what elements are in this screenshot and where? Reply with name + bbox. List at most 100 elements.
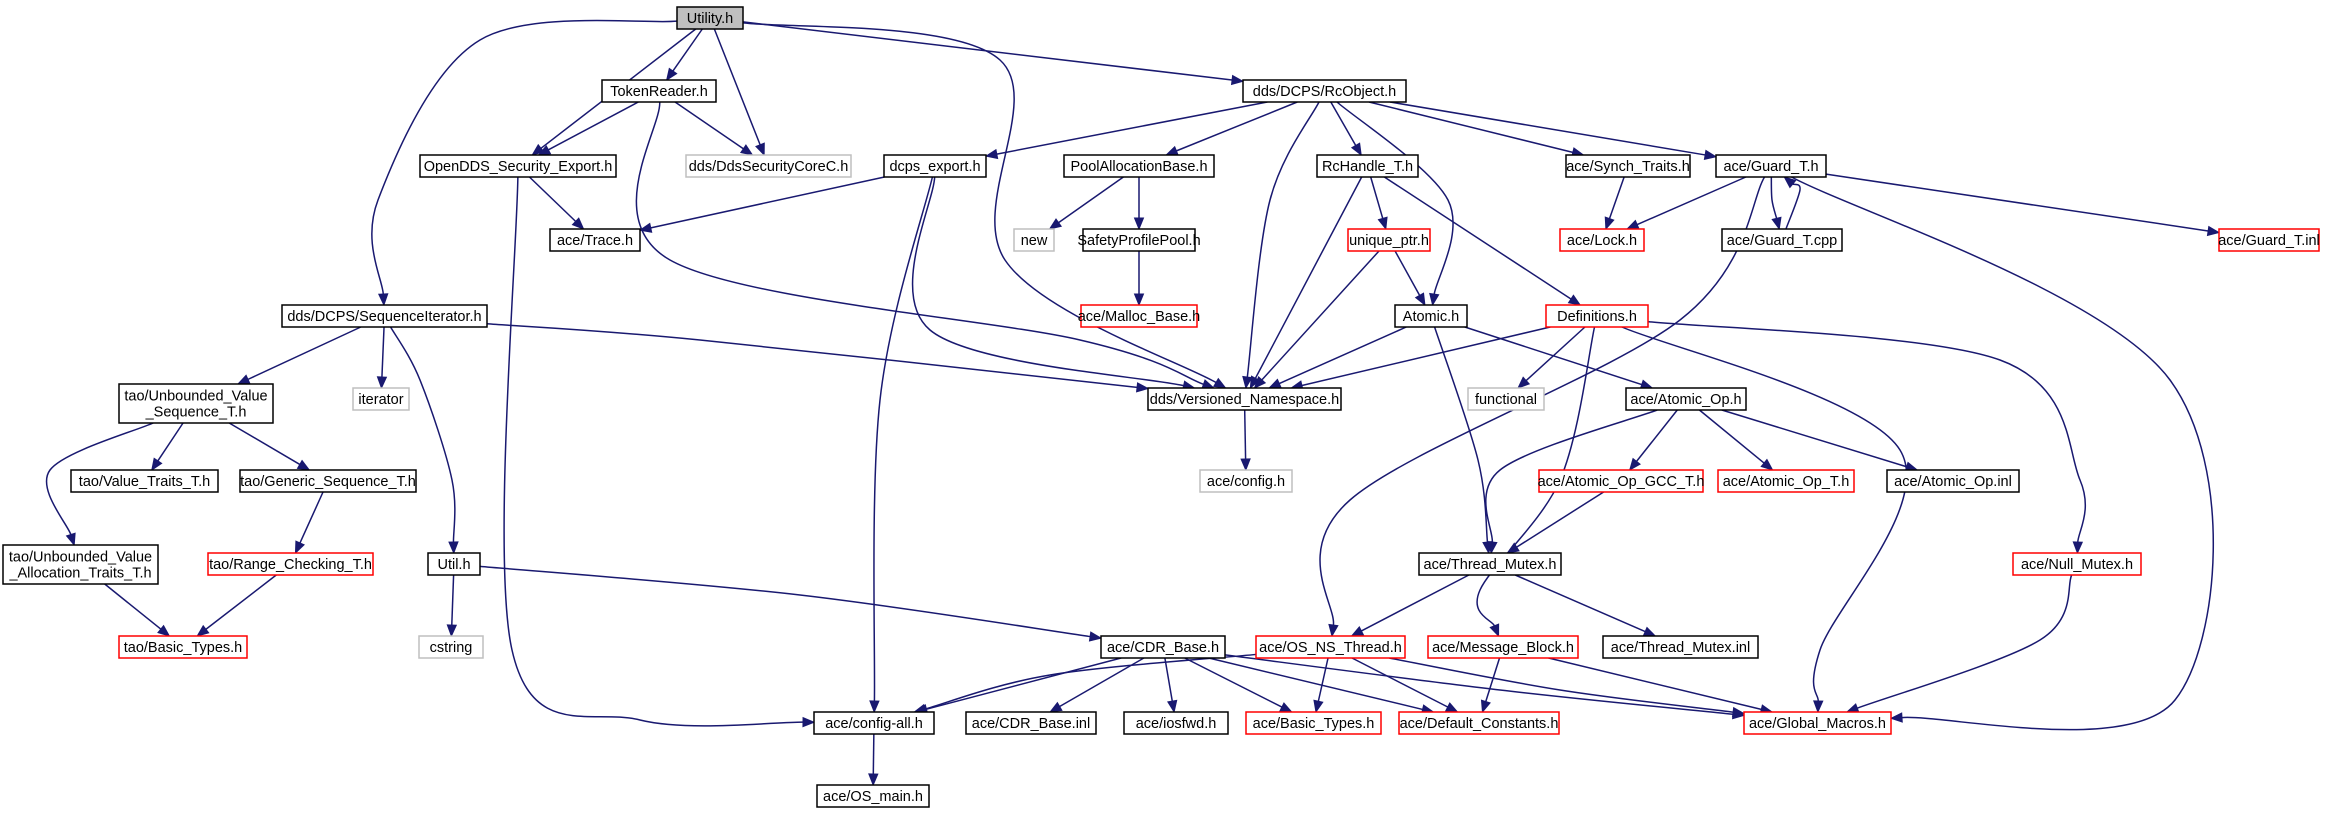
node-unbvalalloc[interactable]: tao/Unbounded_Value_Allocation_Traits_T.… — [2, 544, 159, 585]
node-valuetraits[interactable]: tao/Value_Traits_T.h — [70, 469, 219, 493]
arrowhead — [1350, 626, 1365, 637]
node-utilh[interactable]: Util.h — [427, 552, 481, 576]
edge-osnsthread-to-acebasic — [1313, 657, 1329, 714]
edge-line — [635, 101, 1204, 385]
edge-line — [104, 583, 162, 630]
node-label: tao/Unbounded_Value_Allocation_Traits_T.… — [8, 550, 152, 582]
node-box — [1545, 304, 1649, 328]
node-label: dds/DCPS/RcObject.h — [1253, 84, 1396, 100]
edge-rchandle-to-definitions — [1383, 176, 1582, 306]
node-rchandle[interactable]: RcHandle_T.h — [1316, 154, 1419, 178]
node-label: PoolAllocationBase.h — [1070, 159, 1207, 175]
edge-nullmutex-to-globalmacros — [1845, 574, 2073, 713]
node-box — [1721, 228, 1843, 252]
node-guardcpp[interactable]: ace/Guard_T.cpp — [1721, 228, 1843, 252]
node-atomicop[interactable]: ace/Atomic_Op.h — [1625, 387, 1747, 411]
node-osmain[interactable]: ace/OS_main.h — [816, 784, 930, 808]
edge-line — [1548, 657, 1762, 711]
edge-genseq-to-rangecheck — [294, 491, 324, 555]
node-atomic[interactable]: Atomic.h — [1394, 304, 1468, 328]
node-unbvalseq[interactable]: tao/Unbounded_Value_Sequence_T.h — [118, 383, 274, 424]
node-secexport[interactable]: OpenDDS_Security_Export.h — [419, 154, 617, 178]
edge-osnsthread-to-globalmacros — [1389, 657, 1746, 718]
node-taobasic[interactable]: tao/Basic_Types.h — [118, 635, 248, 659]
node-box — [1743, 711, 1892, 735]
edge-utility-to-tokenreader — [665, 28, 703, 82]
node-seqiter[interactable]: dds/DCPS/SequenceIterator.h — [281, 304, 488, 328]
edge-line — [1254, 176, 1363, 379]
edge-utility-to-seqiter — [371, 19, 678, 307]
arrowhead — [1268, 378, 1282, 389]
arrowhead — [755, 142, 765, 157]
arrowhead — [868, 773, 879, 787]
node-definitions[interactable]: Definitions.h — [1545, 304, 1649, 328]
node-atomicopinl[interactable]: ace/Atomic_Op.inl — [1886, 469, 2020, 493]
edge-versioned-to-aceconfig — [1240, 409, 1251, 472]
node-rangecheck[interactable]: tao/Range_Checking_T.h — [207, 552, 374, 576]
node-synchtraits[interactable]: ace/Synch_Traits.h — [1565, 154, 1691, 178]
edge-line — [1058, 176, 1124, 224]
node-uniqueptr[interactable]: unique_ptr.h — [1347, 228, 1431, 252]
node-cdrbaseinl[interactable]: ace/CDR_Base.inl — [965, 711, 1097, 735]
node-msgblock[interactable]: ace/Message_Block.h — [1427, 635, 1579, 659]
edge-utilh-to-cdrbase — [479, 565, 1103, 642]
edge-line — [503, 176, 804, 727]
arrowhead — [1048, 701, 1063, 713]
node-dcpsexport[interactable]: dcps_export.h — [883, 154, 987, 178]
edge-rcobject-to-rchandle — [1330, 101, 1362, 157]
arrowhead — [1771, 216, 1782, 231]
node-acetrace[interactable]: ace/Trace.h — [549, 228, 641, 252]
node-safetypool[interactable]: SafetyProfilePool.h — [1077, 228, 1201, 252]
edge-cdrbase-to-iosfwd — [1164, 657, 1178, 714]
edge-unbvalseq-to-genseq — [228, 422, 311, 471]
edge-atomicopgcc-to-threadmutex — [1506, 491, 1605, 554]
edge-line — [1825, 173, 2209, 232]
node-configall[interactable]: ace/config-all.h — [813, 711, 935, 735]
node-acelock[interactable]: ace/Lock.h — [1559, 228, 1645, 252]
node-osnsthread[interactable]: ace/OS_NS_Thread.h — [1255, 635, 1406, 659]
node-globalmacros[interactable]: ace/Global_Macros.h — [1743, 711, 1892, 735]
arrowhead — [1642, 626, 1657, 637]
node-box — [1394, 304, 1468, 328]
edge-line — [742, 22, 1217, 384]
node-threadmutexinl[interactable]: ace/Thread_Mutex.inl — [1602, 635, 1759, 659]
edge-line — [1330, 101, 1357, 146]
node-atomicopt[interactable]: ace/Atomic_Op_T.h — [1717, 469, 1855, 493]
node-guardt[interactable]: ace/Guard_T.h — [1715, 154, 1827, 178]
edge-dcpsexport-to-acetrace — [638, 176, 885, 233]
node-defconst[interactable]: ace/Default_Constants.h — [1398, 711, 1560, 735]
node-nullmutex[interactable]: ace/Null_Mutex.h — [2012, 552, 2142, 576]
edge-line — [1368, 101, 1573, 154]
node-iosfwd[interactable]: ace/iosfwd.h — [1123, 711, 1229, 735]
node-cdrbase[interactable]: ace/CDR_Base.h — [1100, 635, 1226, 659]
node-box — [1147, 387, 1342, 411]
node-atomicopgcc[interactable]: ace/Atomic_Op_GCC_T.h — [1538, 469, 1705, 493]
edge-line — [674, 101, 744, 150]
edge-osnsthread-to-defconst — [1351, 657, 1459, 713]
edge-configall-to-osmain — [868, 733, 879, 787]
edge-atomicop-to-atomicopt — [1698, 409, 1774, 471]
edge-line — [1476, 326, 1596, 627]
node-box — [2218, 228, 2320, 252]
edge-line — [1721, 409, 1907, 468]
node-box — [418, 635, 484, 659]
node-genseq[interactable]: tao/Generic_Sequence_T.h — [239, 469, 417, 493]
node-label: ace/Guard_T.cpp — [1727, 233, 1837, 249]
arrowhead — [1703, 149, 1718, 161]
node-poolalloc[interactable]: PoolAllocationBase.h — [1063, 154, 1215, 178]
node-rcobject[interactable]: dds/DCPS/RcObject.h — [1242, 79, 1407, 103]
node-versioned[interactable]: dds/Versioned_Namespace.h — [1147, 387, 1342, 411]
arrowhead — [984, 148, 999, 160]
node-label: ace/Basic_Types.h — [1253, 716, 1375, 732]
arrowhead — [157, 624, 171, 637]
node-utility[interactable]: Utility.h — [676, 6, 744, 30]
node-threadmutex[interactable]: ace/Thread_Mutex.h — [1418, 552, 1562, 576]
node-guardinl[interactable]: ace/Guard_T.inl — [2218, 228, 2320, 252]
node-acebasic[interactable]: ace/Basic_Types.h — [1245, 711, 1382, 735]
edge-line — [873, 176, 934, 702]
node-mallocbase[interactable]: ace/Malloc_Base.h — [1078, 304, 1201, 328]
edge-uniqueptr-to-versioned — [1253, 250, 1380, 389]
arrowhead — [294, 540, 305, 555]
node-tokenreader[interactable]: TokenReader.h — [601, 79, 717, 103]
